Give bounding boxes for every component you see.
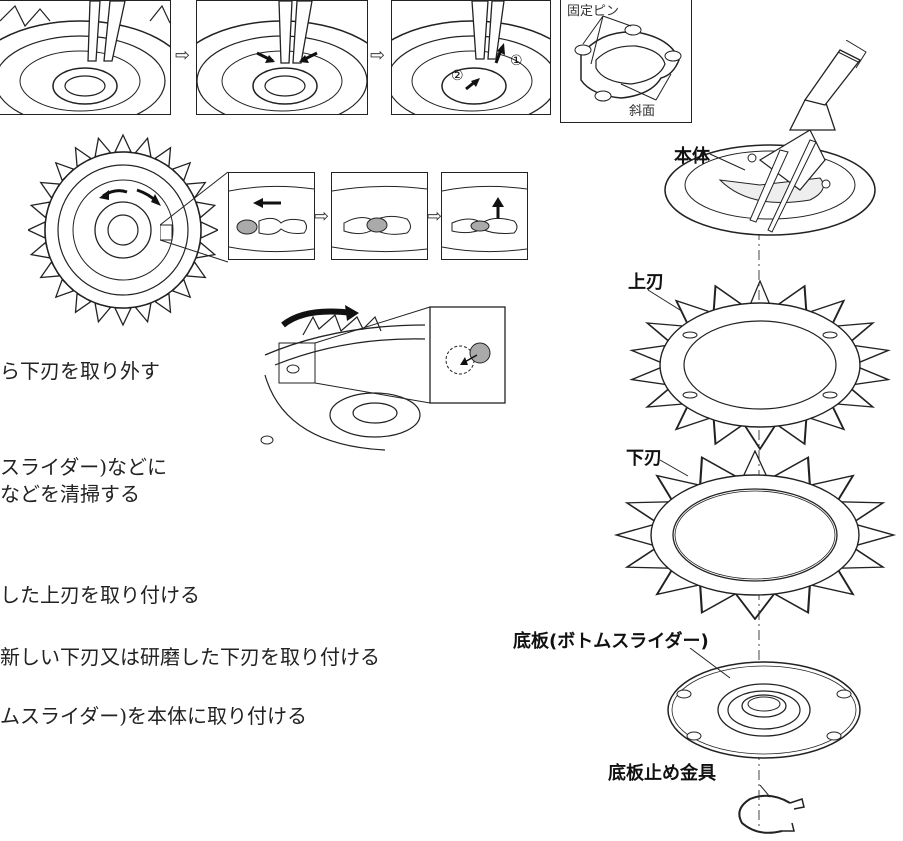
flow-arrow-1: ⇨ [175, 45, 191, 66]
detail-2-illustration [332, 185, 427, 253]
detail-panel-3 [441, 172, 528, 260]
step-2-text-line-1: スライダー)などに [0, 455, 168, 479]
blade-removal-illustration [260, 305, 506, 451]
pin-diagram [574, 15, 682, 102]
top-panel-2 [196, 0, 368, 115]
retainer-label: 底板止め金具 [608, 763, 716, 784]
panel-1-illustration [0, 1, 170, 114]
detail-leader-lines [160, 171, 229, 263]
pin-label: 固定ピン [567, 4, 620, 19]
marker-one: ① [510, 53, 523, 69]
pin-callout-box: 固定ピン 斜面 [560, 0, 692, 123]
panel-3-illustration [392, 1, 550, 114]
step-2-text-line-2: などを清掃する [0, 482, 140, 506]
step-5-text: ムスライダー)を本体に取り付ける [0, 704, 308, 728]
flow-arrow-3: ⇨ [314, 206, 330, 227]
flow-arrow-2: ⇨ [370, 45, 386, 66]
top-panel-3: ① ② [391, 0, 551, 115]
step-3-text: した上刃を取り付ける [0, 583, 200, 607]
retainer-illustration [738, 785, 805, 834]
marker-two: ② [451, 68, 464, 84]
step-4-text: 新しい下刃又は研磨した下刃を取り付ける [0, 645, 380, 669]
lower-blade-illustration [613, 450, 897, 620]
detail-3-illustration [442, 185, 527, 253]
flow-arrow-4: ⇨ [427, 206, 443, 227]
panel-2-illustration [197, 1, 367, 114]
slope-label: 斜面 [629, 104, 656, 119]
detail-panel-2 [331, 172, 428, 260]
body-label: 本体 [674, 146, 710, 167]
bottom-plate-illustration [667, 648, 861, 759]
detail-panel-1 [228, 172, 315, 260]
top-panel-1 [0, 0, 171, 115]
detail-1-illustration [229, 185, 314, 253]
upper-blade-label: 上刃 [628, 272, 664, 293]
main-body-illustration [664, 40, 876, 236]
step-1-text: ら下刃を取り外す [0, 359, 160, 383]
bottom-plate-label: 底板(ボトムスライダー) [513, 631, 709, 652]
lower-blade-label: 下刃 [626, 448, 662, 469]
gear-blade-illustration [28, 133, 218, 327]
upper-blade-illustration [629, 280, 891, 450]
